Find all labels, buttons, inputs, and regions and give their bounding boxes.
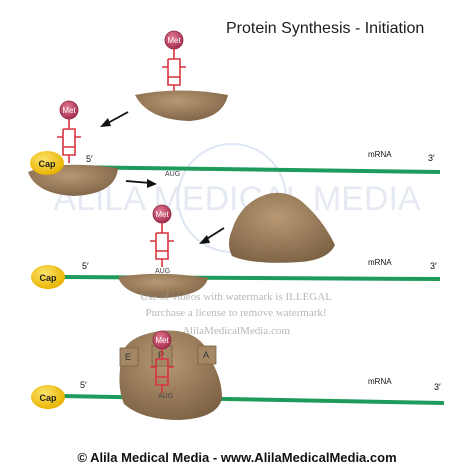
- watermark: ALILA MEDICAL MEDIA: [53, 143, 421, 253]
- watermark-notice: Use of videos with watermark is ILLEGAL …: [140, 291, 332, 337]
- step2-trna: Met: [56, 100, 82, 164]
- arrow-step1: [100, 111, 129, 127]
- a-site: [197, 345, 217, 365]
- arrow-step3: [199, 227, 225, 244]
- copyright-footer: © Alila Medical Media - www.AlilaMedical…: [0, 450, 474, 474]
- cap-step4: [31, 385, 65, 409]
- cap-label: Cap: [39, 273, 57, 283]
- step4-trna: Met: [149, 330, 175, 394]
- met-label: Met: [155, 336, 169, 345]
- step3-trna: Met: [149, 204, 175, 268]
- e-site: [119, 347, 139, 367]
- ribosome-sites: E P A: [119, 345, 217, 367]
- copyright-text: © Alila Medical Media: [77, 450, 210, 465]
- met-label: Met: [62, 106, 76, 115]
- five-prime-label: 5′: [82, 261, 89, 271]
- aug-codon-label: AUG: [158, 393, 173, 400]
- three-prime-label: 3′: [430, 261, 437, 271]
- small-ribosomal-subunit-step1: [135, 90, 228, 121]
- cap-label: Cap: [38, 159, 56, 169]
- mrna-label: mRNA: [368, 377, 392, 386]
- cap-step3: [31, 265, 65, 289]
- aug-codon-label: AUG: [155, 268, 170, 275]
- met-label: Met: [167, 36, 181, 45]
- five-prime-label: 5′: [80, 380, 87, 390]
- mrna-label: mRNA: [368, 258, 392, 267]
- mrna-strand-step2: [61, 165, 441, 174]
- three-prime-label: 3′: [428, 153, 435, 163]
- small-ribosomal-subunit-step3: [118, 273, 208, 298]
- three-prime-label: 3′: [434, 382, 441, 392]
- five-prime-label: 5′: [86, 154, 93, 164]
- a-site-label: A: [203, 350, 209, 360]
- cap-label: Cap: [39, 393, 57, 403]
- full-ribosome: [119, 330, 222, 420]
- watermark-line2: Purchase a license to remove watermark!: [145, 307, 326, 319]
- website-text: www.AlilaMedicalMedia.com: [220, 450, 397, 465]
- large-ribosomal-subunit-step3: [229, 192, 335, 263]
- watermark-line3: AlilaMedicalMedia.com: [182, 325, 290, 337]
- p-site-label: P: [158, 350, 164, 360]
- mrna-label: mRNA: [368, 150, 392, 159]
- watermark-big-text: ALILA MEDICAL MEDIA: [53, 180, 421, 218]
- mrna-strand-step4: [61, 394, 445, 405]
- e-site-label: E: [125, 352, 131, 362]
- step1-trna: Met: [161, 30, 187, 94]
- cap-step2: [30, 151, 64, 175]
- watermark-line1: Use of videos with watermark is ILLEGAL: [140, 291, 332, 303]
- footer-separator: -: [209, 450, 221, 465]
- diagram-title: Protein Synthesis - Initiation: [226, 20, 425, 37]
- aug-codon-label: AUG: [165, 171, 180, 178]
- arrow-step2: [125, 179, 157, 188]
- met-label: Met: [155, 210, 169, 219]
